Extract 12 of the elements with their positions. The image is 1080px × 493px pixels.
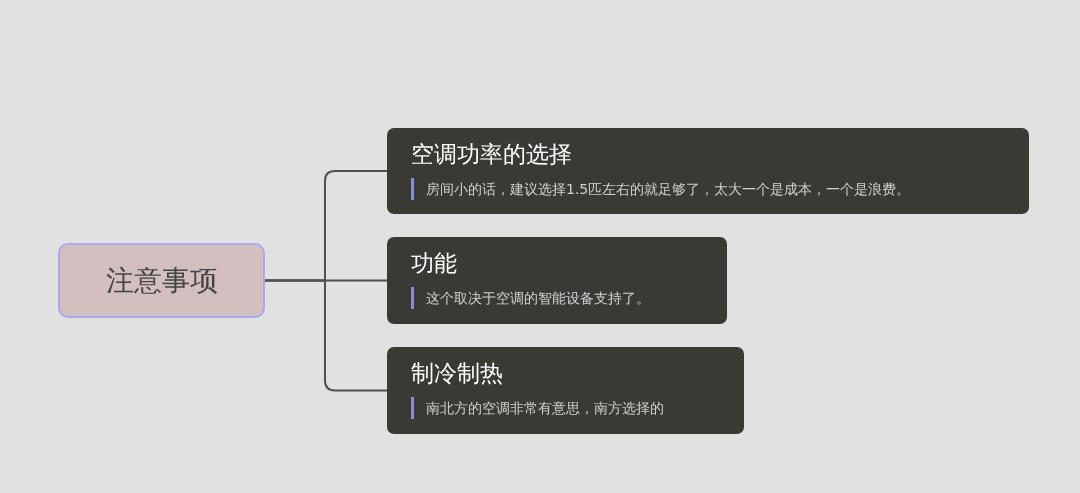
topic-heading: 功能 bbox=[411, 249, 457, 278]
topic-heading: 制冷制热 bbox=[411, 359, 503, 388]
note-text: 这个取决于空调的智能设备支持了。 bbox=[411, 287, 650, 309]
topic-card bbox=[387, 237, 727, 324]
root-topic-box bbox=[58, 243, 265, 318]
connector-line bbox=[264, 279, 388, 392]
note-text: 南北方的空调非常有意思，南方选择的 bbox=[411, 397, 664, 419]
topic-title: 注意事项 bbox=[105, 262, 218, 299]
topic-heading: 空调功率的选择 bbox=[411, 140, 572, 169]
note-text: 房间小的话，建议选择1.5匹左右的就足够了，太大一个是成本，一个是浪费。 bbox=[411, 178, 911, 200]
topic-card bbox=[387, 128, 1029, 214]
topic-card bbox=[387, 347, 744, 434]
